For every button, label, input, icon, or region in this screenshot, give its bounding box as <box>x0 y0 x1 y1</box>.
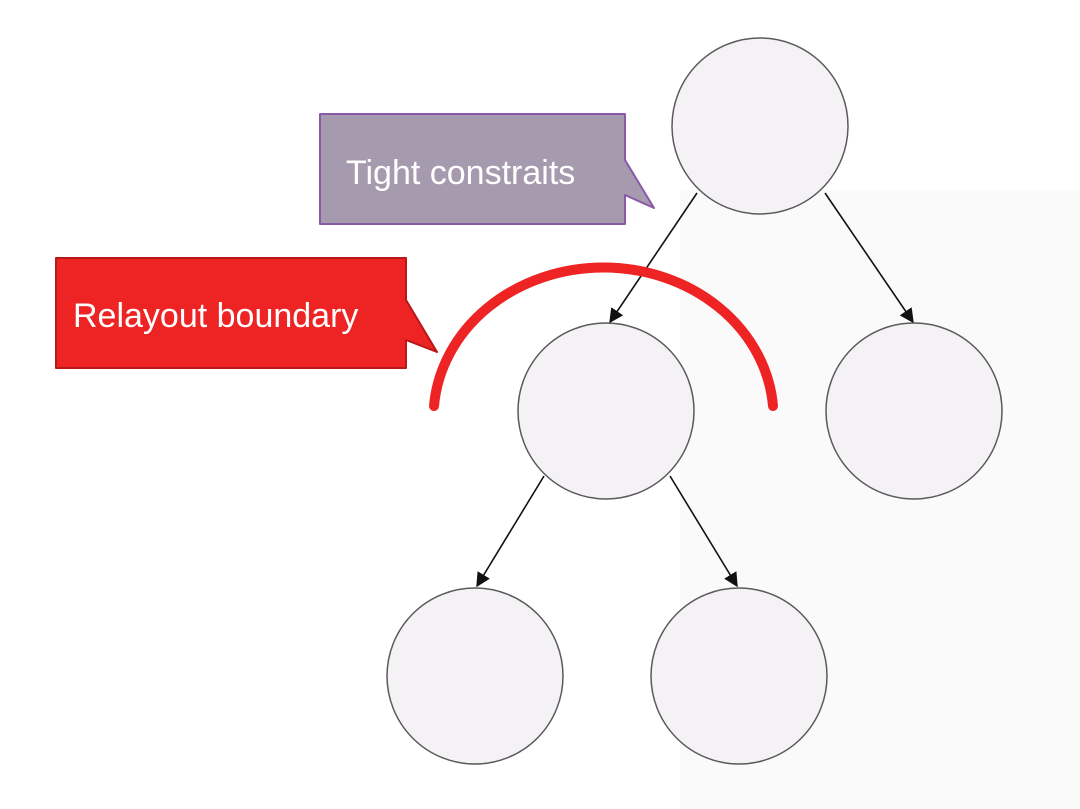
edge-left-child-left-grandchild <box>476 475 545 588</box>
tight-constraints-callout <box>319 113 655 225</box>
tree-node-right-grandchild <box>650 587 828 765</box>
tree-node-root <box>671 37 849 215</box>
relayout-boundary-label: Relayout boundary <box>73 297 358 335</box>
edge-root-left-child <box>609 192 698 324</box>
tight-constraints-label: Tight constraits <box>346 154 575 192</box>
relayout-boundary-callout <box>55 257 438 369</box>
tree-node-right-child <box>825 322 1003 500</box>
tree-node-left-grandchild <box>386 587 564 765</box>
edge-root-right-child <box>824 192 914 324</box>
edge-left-child-right-grandchild <box>669 475 738 588</box>
relayout-boundary-arc <box>429 262 778 411</box>
tree-node-left-child <box>517 322 695 500</box>
